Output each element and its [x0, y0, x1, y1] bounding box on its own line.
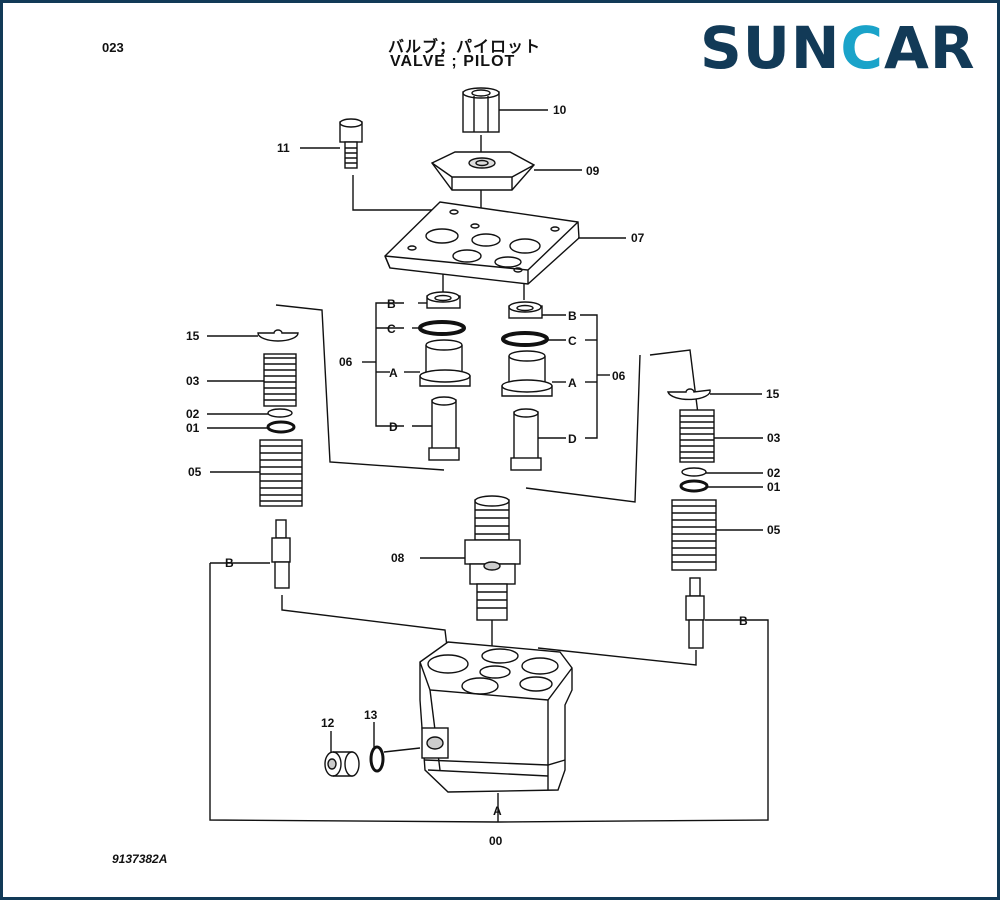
label-05-right: 05	[767, 523, 781, 537]
label-A-body: A	[493, 804, 502, 818]
label-03-left: 03	[186, 374, 200, 388]
part-00-valve-body	[419, 641, 573, 793]
right-spring-group	[667, 388, 717, 649]
label-02-left: 02	[186, 407, 200, 421]
label-B-left-stack: B	[387, 297, 396, 311]
left-spring-05	[259, 439, 303, 507]
assembly-lines	[209, 135, 769, 823]
label-12: 12	[321, 716, 335, 730]
logo-part-3: AR	[884, 14, 976, 82]
bracket-06-left	[362, 302, 432, 427]
label-D-right-stack: D	[568, 432, 577, 446]
label-B-right-body: B	[739, 614, 748, 628]
label-B-left-body: B	[225, 556, 234, 570]
label-13: 13	[364, 708, 378, 722]
label-06-left: 06	[339, 355, 353, 369]
label-15-left: 15	[186, 329, 200, 343]
part-09-hex-plate	[430, 151, 536, 191]
left-spring-group	[257, 329, 303, 589]
label-02-right: 02	[767, 466, 781, 480]
label-00: 00	[489, 834, 503, 848]
drawing-number: 9137382A	[112, 852, 168, 866]
label-09: 09	[586, 164, 600, 178]
label-B-right-stack: B	[568, 309, 577, 323]
right-spring-03	[679, 409, 715, 463]
part-13-o-ring	[369, 745, 385, 773]
left-spring-03	[263, 353, 297, 407]
callout-labels: 10 09 07 11 15 03 02 01 05 06 B C A D B …	[186, 103, 781, 848]
callout-leaders	[207, 109, 763, 752]
label-C-left-stack: C	[387, 322, 396, 336]
part-07-cover-plate	[384, 201, 580, 285]
label-06-right: 06	[612, 369, 626, 383]
label-08: 08	[391, 551, 405, 565]
label-03-right: 03	[767, 431, 781, 445]
label-C-right-stack: C	[568, 334, 577, 348]
part-06-left-stack	[418, 291, 471, 461]
left-spool	[271, 519, 291, 589]
page-number: 023	[102, 40, 124, 55]
part-08-joint	[464, 495, 521, 621]
label-15-right: 15	[766, 387, 780, 401]
part-06-right-stack	[501, 301, 553, 471]
right-spring-05	[671, 499, 717, 571]
label-01-left: 01	[186, 421, 200, 435]
part-10-hex-coupling	[462, 87, 500, 133]
label-01-right: 01	[767, 480, 781, 494]
label-A-left-stack: A	[389, 366, 398, 380]
label-07: 07	[631, 231, 645, 245]
title-english: VALVE ; PILOT	[390, 53, 516, 70]
label-11: 11	[277, 141, 290, 155]
label-D-left-stack: D	[389, 420, 398, 434]
part-12-plug	[324, 751, 360, 777]
logo-part-2: C	[840, 14, 884, 82]
right-spool	[685, 577, 705, 649]
label-05-left: 05	[188, 465, 202, 479]
suncar-logo: SUNCAR	[700, 14, 976, 82]
part-11-cap-screw	[339, 118, 363, 169]
logo-part-1: SUN	[700, 14, 841, 82]
bracket-06-right	[538, 314, 610, 439]
label-10: 10	[553, 103, 567, 117]
title-japanese: バルブ；パイロット	[388, 39, 542, 56]
label-A-right-stack: A	[568, 376, 577, 390]
